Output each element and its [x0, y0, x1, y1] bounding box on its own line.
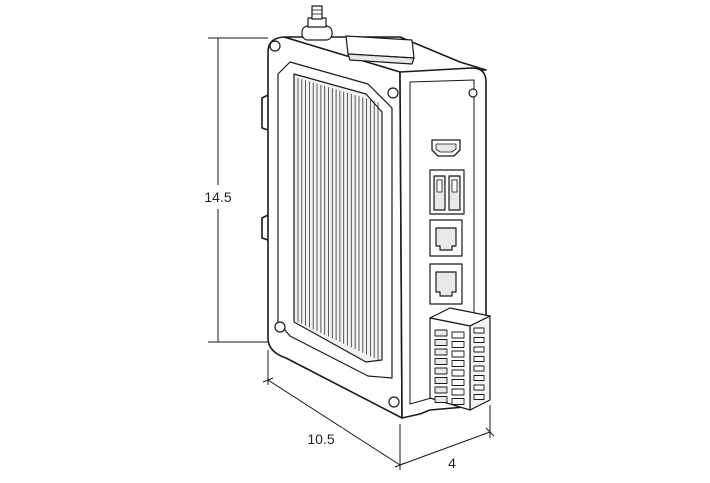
terminal-slots	[434, 327, 485, 405]
ethernet-port-icon	[435, 271, 457, 297]
width-dim-line	[399, 431, 491, 466]
top-connector-block	[345, 35, 415, 65]
terminal-side-slot-icon	[473, 394, 485, 400]
terminal-slot-icon	[434, 396, 448, 403]
terminal-screw-icon	[451, 388, 465, 396]
terminal-slot-icon	[434, 348, 448, 356]
depth-dim-line	[267, 379, 401, 466]
depth-label: 10.5	[307, 431, 334, 447]
terminal-side-slot-icon	[473, 346, 485, 353]
terminal-side-slot-icon	[473, 375, 485, 381]
screw-icon	[274, 321, 286, 333]
usb-port-icon	[448, 175, 461, 211]
ethernet-port-1	[429, 219, 463, 257]
terminal-slot-icon	[434, 386, 448, 394]
terminal-slot-icon	[434, 367, 448, 375]
screw-icon	[387, 87, 399, 99]
ethernet-port-icon	[435, 227, 457, 251]
width-label: 4	[448, 455, 456, 471]
screw-icon	[468, 88, 478, 98]
device	[261, 5, 491, 419]
top-block-front	[347, 53, 415, 65]
terminal-slot-icon	[434, 377, 448, 384]
terminal-block	[429, 307, 491, 411]
ethernet-port-2	[429, 263, 463, 305]
corner-screws	[269, 40, 478, 408]
terminal-screw-icon	[451, 379, 465, 386]
screw-icon	[269, 40, 281, 52]
hdmi-port	[431, 139, 461, 157]
terminal-side-slot-icon	[473, 356, 485, 362]
width-tick-right	[485, 427, 495, 437]
terminal-screw-icon	[451, 331, 465, 339]
din-clip-top	[261, 94, 269, 131]
width-dimension	[399, 405, 495, 466]
antenna-pin	[311, 5, 323, 20]
height-label: 14.5	[204, 189, 231, 205]
terminal-slot-icon	[434, 329, 448, 337]
heatsink-area	[293, 73, 383, 363]
din-clip-bottom	[261, 214, 269, 241]
screw-icon	[388, 396, 400, 408]
terminal-screw-icon	[451, 360, 465, 367]
terminal-screw-icon	[451, 341, 465, 348]
terminal-screw-icon	[451, 350, 465, 358]
antenna-connector	[301, 5, 333, 41]
height-label-bg	[196, 185, 240, 209]
terminal-screw-icon	[451, 398, 465, 405]
terminal-side-slot-icon	[473, 327, 485, 334]
terminal-slot-icon	[434, 358, 448, 365]
terminal-side-slot-icon	[473, 365, 485, 372]
depth-label-bg	[299, 428, 343, 450]
terminal-slot-icon	[434, 339, 448, 346]
usb-ports	[429, 169, 465, 215]
heatsink-fins	[297, 78, 379, 360]
depth-tick-left	[262, 377, 274, 383]
usb-port-icon	[433, 175, 446, 211]
terminal-side-slot-icon	[473, 384, 485, 391]
terminal-side-slot-icon	[473, 337, 485, 343]
antenna-base	[301, 25, 333, 41]
terminal-screw-icon	[451, 369, 465, 377]
